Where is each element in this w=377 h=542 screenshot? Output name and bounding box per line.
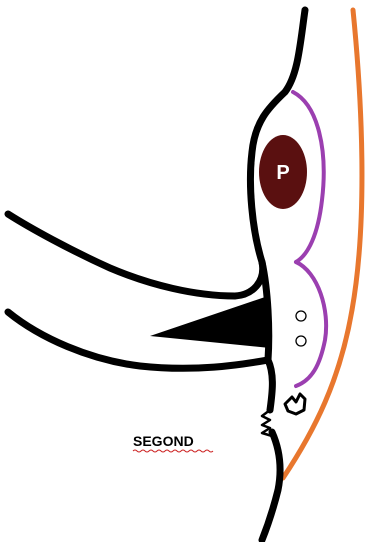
meniscus-wedge [150, 296, 270, 348]
segond-label: SEGOND [133, 433, 194, 449]
small-circle-lower [296, 336, 306, 346]
segond-underline [133, 450, 213, 452]
femur-outline [8, 10, 305, 296]
tibia-lower-outline [262, 432, 280, 540]
small-circle-upper [296, 311, 306, 321]
patella-label: P [276, 162, 289, 184]
purple-lower-sac [296, 262, 326, 386]
segond-fragment [285, 394, 305, 414]
